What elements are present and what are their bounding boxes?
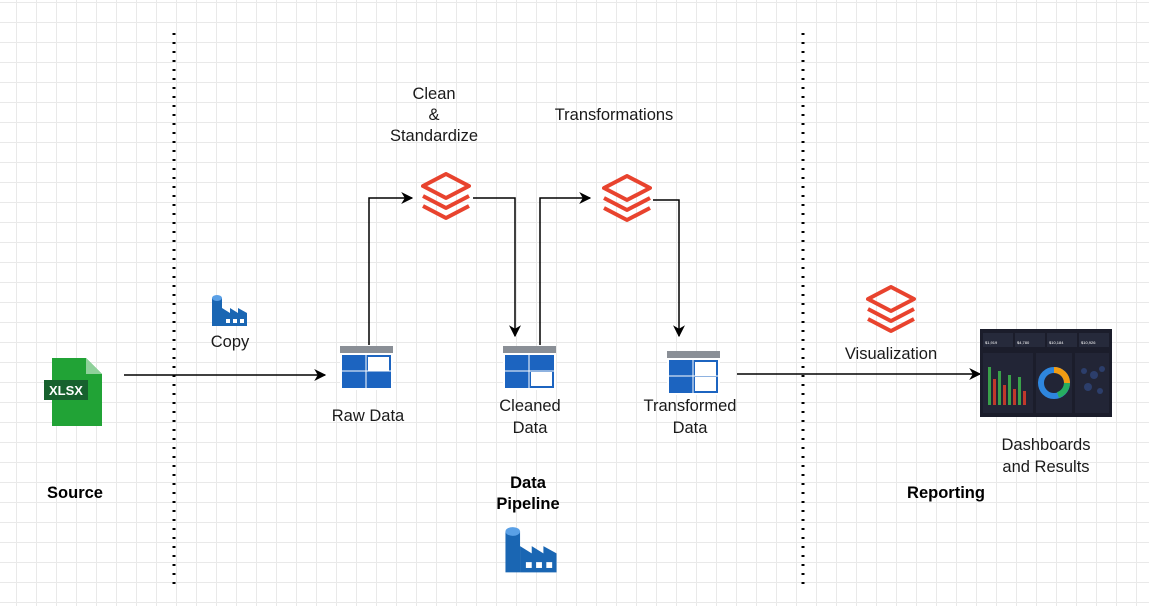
dashboards-label-line2: and Results bbox=[1002, 458, 1090, 476]
transformations-label: Transformations bbox=[554, 106, 674, 124]
cleaned-data-label-line2: Data bbox=[512, 419, 548, 437]
xlsx-file-label: XLSX bbox=[49, 383, 83, 398]
kpi-value: $4,780 bbox=[1017, 340, 1030, 345]
transformed-data-label-line1: Transformed bbox=[643, 397, 737, 415]
storage-table-icon bbox=[503, 346, 556, 390]
kpi-value: $10,184 bbox=[1049, 340, 1064, 345]
cleaned-data-label-line1: Cleaned bbox=[499, 397, 561, 415]
storage-table-icon bbox=[667, 351, 720, 395]
clean-label-line2: & bbox=[428, 106, 440, 124]
arrow-transform-to-transformed bbox=[653, 199, 685, 338]
visualization-label: Visualization bbox=[844, 345, 938, 363]
clean-label-line1: Clean bbox=[412, 85, 456, 103]
dashboards-label-line1: Dashboards bbox=[1001, 436, 1091, 454]
section-label-pipeline-line1: Data bbox=[510, 474, 546, 492]
data-factory-icon bbox=[504, 522, 558, 576]
copy-label: Copy bbox=[210, 333, 250, 351]
raw-data-label: Raw Data bbox=[331, 407, 405, 425]
transformed-data-label-line2: Data bbox=[672, 419, 708, 437]
section-label-pipeline-line2: Pipeline bbox=[496, 495, 560, 513]
databricks-icon bbox=[866, 285, 916, 335]
data-factory-icon bbox=[211, 292, 248, 328]
clean-label-line3: Standardize bbox=[389, 127, 479, 145]
section-label-reporting: Reporting bbox=[907, 484, 985, 502]
kpi-value: $1,919 bbox=[985, 340, 998, 345]
xlsx-file-icon: XLSX bbox=[42, 356, 107, 428]
databricks-icon bbox=[602, 174, 652, 224]
arrow-cleaned-to-transform bbox=[539, 192, 592, 345]
kpi-value: $10,926 bbox=[1081, 340, 1096, 345]
arrow-clean-to-cleaned bbox=[473, 197, 521, 338]
section-label-source: Source bbox=[47, 484, 103, 502]
databricks-icon bbox=[421, 172, 471, 222]
dashboard-screenshot: $1,919 $4,780 $10,184 $10,926 bbox=[980, 329, 1112, 417]
storage-table-icon bbox=[340, 346, 393, 390]
arrow-raw-to-clean bbox=[368, 192, 414, 345]
